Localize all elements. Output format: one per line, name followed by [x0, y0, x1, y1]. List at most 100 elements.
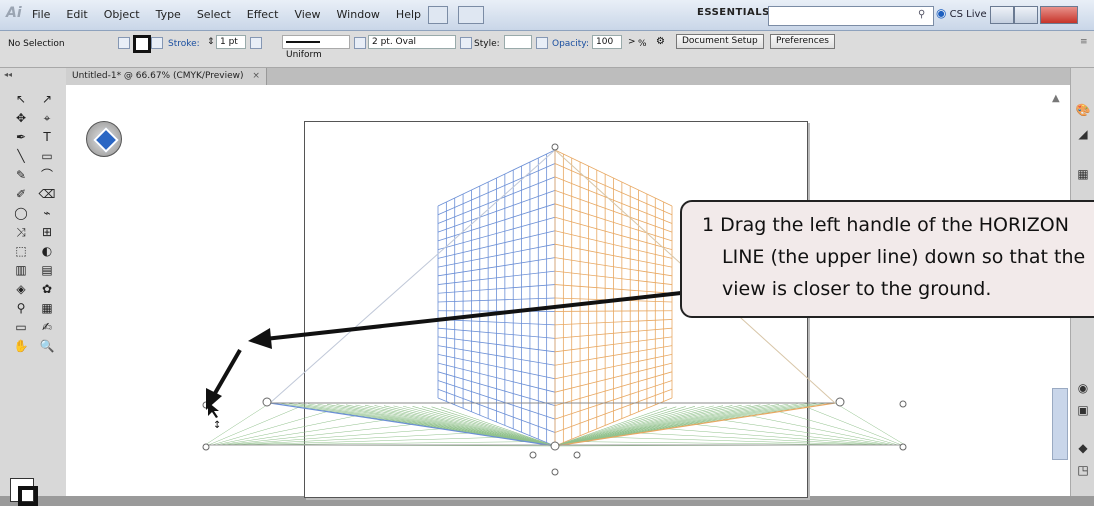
- menu-select[interactable]: Select: [196, 8, 231, 21]
- tool-21[interactable]: ✿: [41, 282, 53, 296]
- tool-3[interactable]: ⌖: [43, 111, 51, 125]
- menu-type[interactable]: Type: [155, 8, 181, 21]
- bridge-button[interactable]: [428, 6, 448, 24]
- tab-close-icon[interactable]: ×: [252, 71, 260, 81]
- tab-untitled-1[interactable]: Untitled-1* @ 66.67% (CMYK/Preview) ×: [66, 68, 267, 85]
- tool-6[interactable]: ╲: [17, 149, 25, 163]
- tool-11[interactable]: ⌫: [38, 187, 56, 201]
- left-vanishing-point-handle[interactable]: [262, 397, 272, 407]
- appearance-panel-icon[interactable]: ◉: [1077, 381, 1089, 395]
- panel-menu-icon[interactable]: ≡: [1080, 37, 1088, 47]
- profile-dropdown[interactable]: [354, 37, 366, 49]
- stroke-swatch[interactable]: [133, 35, 151, 53]
- stroke-stepper-icon[interactable]: ⇕: [207, 37, 215, 47]
- ground-right-handle[interactable]: [899, 443, 907, 451]
- tool-0[interactable]: ↖: [15, 92, 27, 106]
- stroke-dropdown[interactable]: [151, 37, 163, 49]
- menu-object[interactable]: Object: [103, 8, 140, 21]
- tool-19[interactable]: ▤: [41, 263, 53, 277]
- tool-12[interactable]: ◯: [14, 206, 28, 220]
- tool-14[interactable]: ⤨: [16, 225, 26, 239]
- minimize-button[interactable]: [990, 6, 1014, 24]
- tool-24[interactable]: ▭: [15, 320, 27, 334]
- tool-22[interactable]: ⚲: [16, 301, 26, 315]
- stroke-label[interactable]: Stroke:: [168, 39, 200, 49]
- right-vanishing-point-handle[interactable]: [835, 397, 845, 407]
- selection-status: No Selection: [8, 39, 65, 49]
- preferences-button[interactable]: Preferences: [770, 34, 835, 49]
- tool-8[interactable]: ✎: [15, 168, 27, 182]
- opacity-slider-arrow[interactable]: >: [628, 37, 636, 47]
- right-grid-extent-handle[interactable]: [573, 451, 581, 459]
- tools-collapse-icon[interactable]: ◂◂: [4, 70, 13, 79]
- menu-effect[interactable]: Effect: [246, 8, 279, 21]
- document-setup-button[interactable]: Document Setup: [676, 34, 764, 49]
- tool-27[interactable]: 🔍: [39, 339, 55, 353]
- brush-dropdown[interactable]: [460, 37, 472, 49]
- perspective-widget-icon[interactable]: [86, 121, 122, 157]
- menu-bar: Ai File Edit Object Type Select Effect V…: [0, 0, 1094, 31]
- tool-2[interactable]: ✥: [15, 111, 27, 125]
- tool-23[interactable]: ▦: [41, 301, 53, 315]
- stroke-weight-dropdown[interactable]: [250, 37, 262, 49]
- grid-line: [374, 405, 556, 447]
- tool-16[interactable]: ⬚: [15, 244, 27, 258]
- swatches-panel-icon[interactable]: ▦: [1077, 167, 1089, 181]
- grid-line: [554, 404, 742, 447]
- tool-13[interactable]: ⌁: [43, 206, 51, 220]
- grid-line: [421, 406, 556, 447]
- menu-help[interactable]: Help: [395, 8, 421, 21]
- grid-line: [554, 405, 705, 447]
- tool-15[interactable]: ⊞: [41, 225, 53, 239]
- origin-handle[interactable]: [550, 441, 560, 451]
- tool-26[interactable]: ✋: [13, 339, 29, 353]
- menu-window[interactable]: Window: [336, 8, 380, 21]
- menu-edit[interactable]: Edit: [66, 8, 88, 21]
- menu-view[interactable]: View: [294, 8, 321, 21]
- instruction-callout: 1 Drag the left handle of the HORIZON LI…: [680, 200, 1094, 318]
- stroke-weight-field[interactable]: 1 pt: [216, 35, 246, 49]
- graphic-style-swatch[interactable]: [504, 35, 532, 49]
- artboards-panel-icon[interactable]: ◳: [1077, 463, 1089, 477]
- tool-5[interactable]: T: [43, 130, 51, 144]
- grid-line: [610, 437, 878, 446]
- fill-dropdown[interactable]: [118, 37, 130, 49]
- vertical-extent-handle[interactable]: [551, 143, 559, 151]
- tool-17[interactable]: ◐: [41, 244, 53, 258]
- tool-7[interactable]: ▭: [41, 149, 53, 163]
- close-button[interactable]: [1040, 6, 1078, 24]
- color-guide-icon[interactable]: ◢: [1078, 127, 1088, 141]
- style-dropdown[interactable]: [536, 37, 548, 49]
- horizon-right-handle[interactable]: [899, 400, 907, 408]
- workspace-switcher[interactable]: ESSENTIALS ▾: [697, 7, 780, 18]
- cs-live-button[interactable]: ◉ CS Live ▾: [936, 6, 995, 20]
- opacity-field[interactable]: 100: [592, 35, 622, 49]
- color-panel-icon[interactable]: 🎨: [1075, 103, 1091, 117]
- menu-items: File Edit Object Type Select Effect View…: [32, 8, 421, 21]
- vertical-scrollbar-thumb[interactable]: [1052, 388, 1068, 460]
- layers-panel-icon[interactable]: ◆: [1078, 441, 1088, 455]
- variable-width-profile[interactable]: Uniform: [282, 35, 350, 60]
- tool-9[interactable]: ⌒: [40, 168, 53, 182]
- tool-25[interactable]: ✍: [41, 320, 53, 334]
- opacity-label[interactable]: Opacity:: [552, 39, 589, 49]
- tool-10[interactable]: ✐: [15, 187, 27, 201]
- left-grid-extent-handle[interactable]: [529, 451, 537, 459]
- graphic-styles-icon[interactable]: ▣: [1077, 403, 1089, 417]
- ground-left-handle[interactable]: [202, 443, 210, 451]
- tool-1[interactable]: ↗: [41, 92, 53, 106]
- grid-line: [437, 327, 556, 339]
- grid-cell-size-handle[interactable]: [551, 468, 559, 476]
- tool-20[interactable]: ◈: [16, 282, 26, 296]
- grid-line: [554, 405, 714, 447]
- brush-definition[interactable]: 2 pt. Oval: [368, 35, 456, 49]
- scroll-up-icon[interactable]: ▲: [1052, 93, 1060, 104]
- search-input[interactable]: [768, 6, 934, 26]
- recolor-icon[interactable]: ⚙: [656, 36, 665, 47]
- arrange-documents-button[interactable]: [458, 6, 484, 24]
- maximize-button[interactable]: [1014, 6, 1038, 24]
- search-icon: ⚲: [918, 9, 926, 20]
- menu-file[interactable]: File: [32, 8, 51, 21]
- tool-18[interactable]: ▥: [15, 263, 27, 277]
- tool-4[interactable]: ✒: [15, 130, 27, 144]
